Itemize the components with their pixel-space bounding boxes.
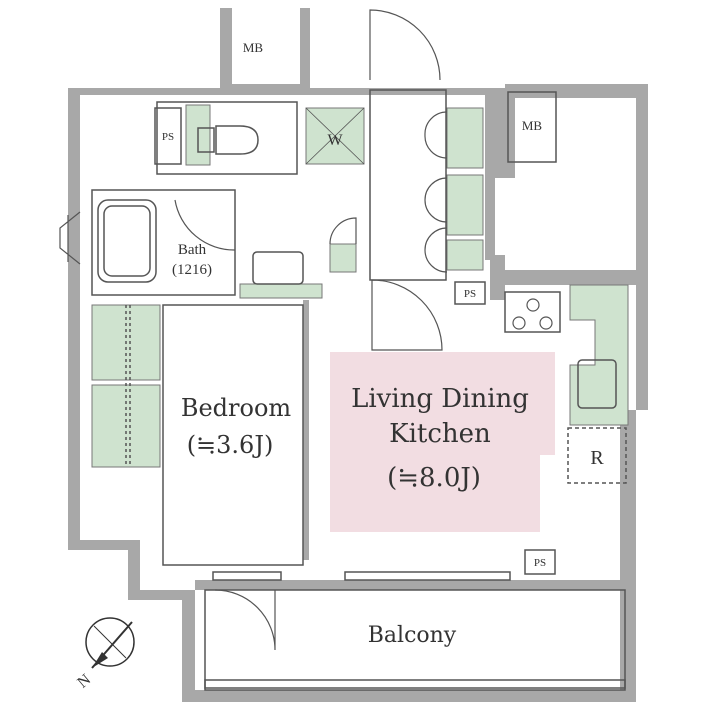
shoe-cabinet-bottom bbox=[446, 239, 484, 271]
kitchen-counter bbox=[569, 284, 629, 426]
ldk-label-line2: Kitchen bbox=[389, 419, 491, 449]
compass-ring bbox=[85, 617, 135, 667]
ps-kitchen-box bbox=[454, 281, 486, 305]
toilet-bowl bbox=[215, 125, 259, 155]
mb-right-box bbox=[507, 91, 557, 163]
ldk-label-line1: Living Dining bbox=[351, 384, 529, 414]
ps-toilet-label: PS bbox=[162, 131, 174, 143]
doors bbox=[59, 9, 448, 651]
toilet-tank bbox=[197, 127, 215, 153]
bedroom-ldk-wall bbox=[303, 300, 309, 560]
hall-shelf bbox=[239, 283, 323, 299]
entrance-door bbox=[369, 9, 441, 81]
fridge-box bbox=[567, 427, 627, 484]
ldk-notch bbox=[540, 455, 580, 532]
balcony-outline bbox=[204, 589, 626, 691]
closet-door-2 bbox=[424, 177, 448, 223]
bedroom-size: (≒3.6J) bbox=[187, 431, 274, 459]
bath-label: Bath bbox=[178, 242, 207, 258]
washer-label: W bbox=[327, 132, 343, 149]
closet-door-3 bbox=[424, 227, 448, 273]
washbasin bbox=[252, 251, 304, 285]
window-bedroom bbox=[212, 571, 282, 581]
bedroom-label: Bedroom bbox=[181, 394, 292, 422]
burner-icon bbox=[526, 298, 540, 312]
fridge-label: R bbox=[590, 447, 604, 469]
balcony-label: Balcony bbox=[368, 623, 457, 648]
stove bbox=[504, 291, 561, 333]
ldk-highlight bbox=[330, 352, 555, 532]
shoe-cabinet-mid bbox=[446, 174, 484, 236]
stove-burners bbox=[512, 298, 553, 330]
compass-north-label: N bbox=[74, 671, 94, 692]
balcony-rail bbox=[204, 679, 626, 689]
ps-bottom-label: PS bbox=[534, 557, 546, 569]
burner-icon bbox=[539, 316, 553, 330]
shoe-cabinet-top bbox=[446, 107, 484, 169]
exterior-hatch bbox=[59, 211, 81, 265]
right-wall-lower bbox=[620, 410, 636, 700]
entrance-hall bbox=[369, 89, 447, 281]
balcony-divider-wall bbox=[195, 580, 635, 590]
toilet-room bbox=[156, 101, 298, 175]
compass-cross bbox=[93, 625, 127, 659]
hall-door bbox=[371, 279, 443, 351]
mb-top-label: MB bbox=[243, 40, 264, 55]
hall-small-door bbox=[329, 217, 357, 245]
balcony-door bbox=[214, 589, 276, 651]
sink bbox=[577, 359, 617, 409]
bath-door bbox=[174, 199, 236, 251]
window-ldk bbox=[344, 571, 511, 581]
compass-icon bbox=[85, 617, 135, 669]
closet-door-1 bbox=[424, 111, 448, 159]
interior-lines bbox=[91, 89, 627, 691]
burner-icon bbox=[512, 316, 526, 330]
bottom-wall bbox=[182, 690, 636, 702]
ps-kitchen-label: PS bbox=[464, 288, 476, 300]
ldk-size: (≒8.0J) bbox=[387, 463, 481, 493]
ps-bottom-box bbox=[524, 549, 556, 575]
washer-cross bbox=[305, 107, 365, 165]
bathtub-inner bbox=[103, 205, 151, 277]
bathtub bbox=[97, 199, 157, 283]
compass-arrow bbox=[92, 652, 108, 668]
mb-right-label: MB bbox=[522, 118, 543, 133]
bedroom-outline bbox=[162, 304, 304, 566]
bath-room bbox=[91, 189, 236, 296]
hall-small-box bbox=[329, 243, 357, 273]
bath-size: (1216) bbox=[172, 262, 212, 278]
ps-toilet-box bbox=[154, 107, 182, 165]
